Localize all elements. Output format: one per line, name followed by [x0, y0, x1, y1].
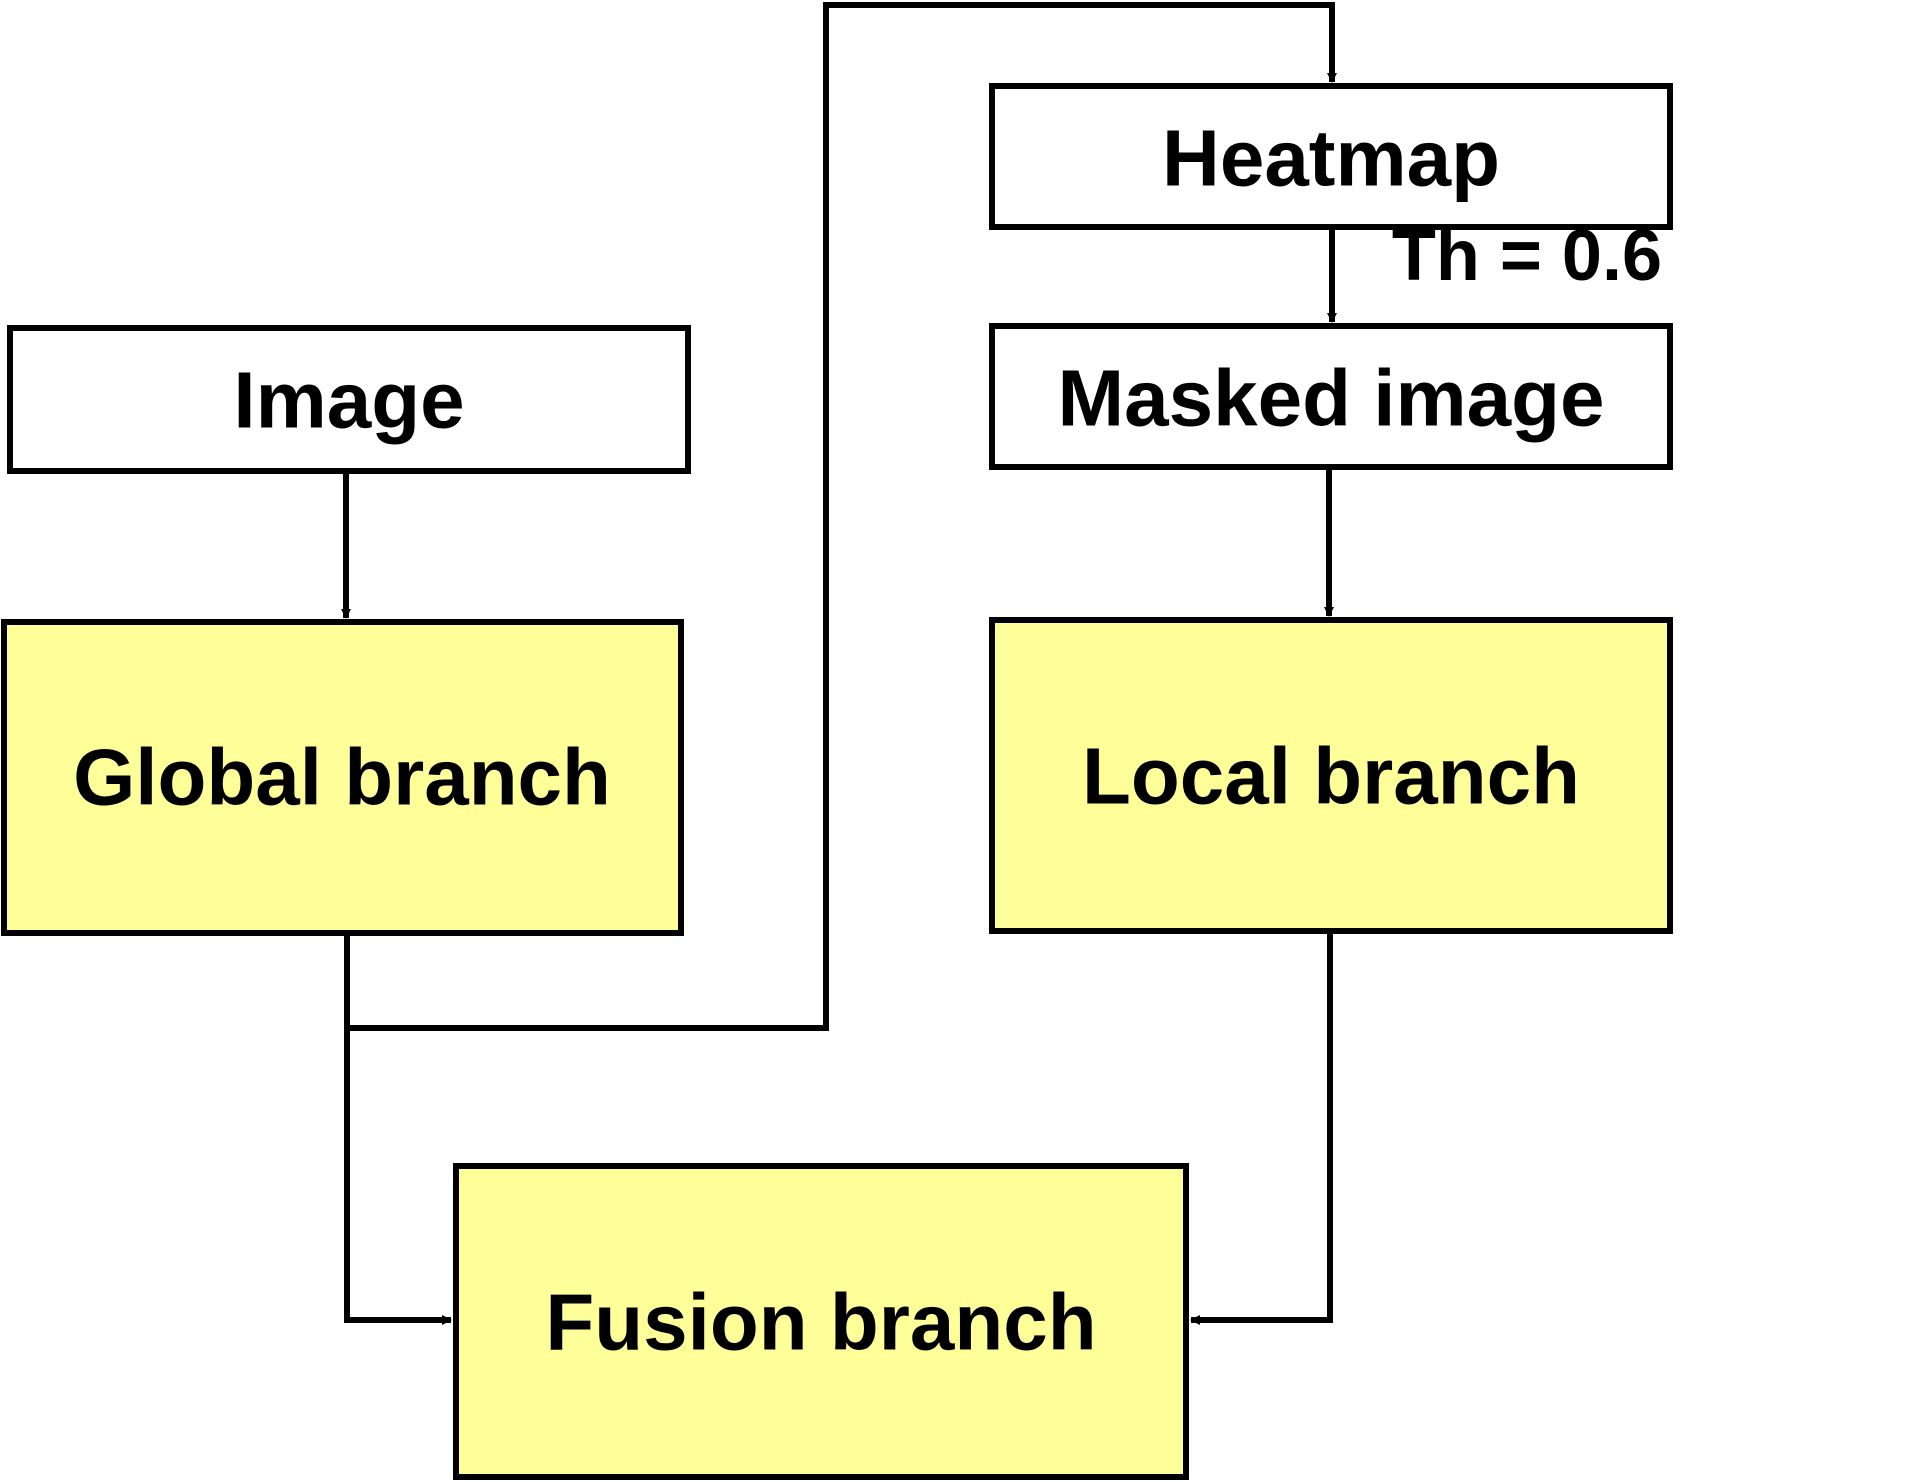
local-branch-label: Local branch — [1082, 732, 1580, 821]
global-branch-label: Global branch — [73, 733, 611, 822]
image-label: Image — [233, 356, 464, 445]
nodes — [1, 83, 1673, 1480]
arrow-local-to-fusion — [1190, 932, 1333, 1325]
image-box — [7, 325, 691, 474]
heatmap-box — [989, 83, 1673, 230]
fusion-branch-box — [453, 1163, 1189, 1480]
masked-image-label: Masked image — [1058, 354, 1605, 443]
arrow-global-to-heatmap — [347, 2, 1337, 1031]
masked-image-box — [989, 323, 1673, 470]
connectors — [341, 2, 1337, 1325]
threshold-label: Th = 0.6 — [1392, 216, 1662, 296]
arrow-global-to-fusion — [344, 934, 452, 1325]
local-branch-box — [989, 617, 1673, 934]
heatmap-label: Heatmap — [1162, 114, 1500, 203]
global-branch-box — [1, 619, 684, 936]
fusion-branch-label: Fusion branch — [545, 1278, 1096, 1367]
